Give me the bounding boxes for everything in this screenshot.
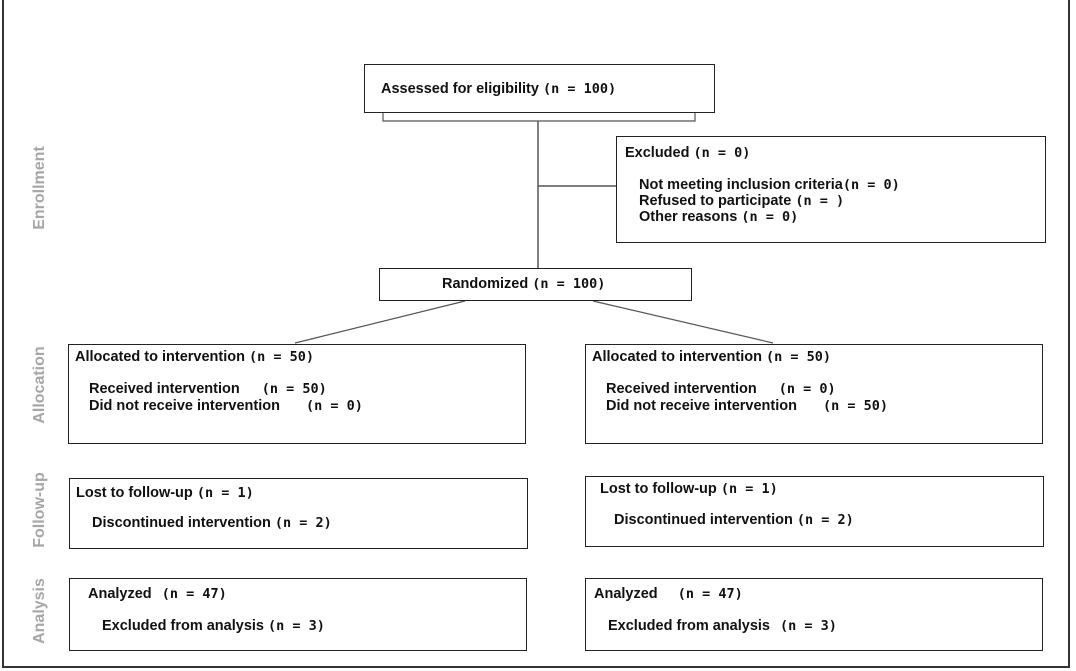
analysis-excluded-count: (n = 3) bbox=[268, 618, 325, 634]
allocation-count: (n = 50) bbox=[249, 349, 315, 365]
assessed-count: (n = 100) bbox=[542, 81, 617, 97]
allocation-title: Allocated to intervention bbox=[75, 349, 245, 365]
stage-allocation: Allocation bbox=[31, 346, 48, 424]
lost-label: Lost to follow-up bbox=[600, 481, 717, 497]
excluded-reason-item: Refused to participate (n = ) bbox=[639, 193, 844, 210]
excluded-box: Excluded (n = 0) Not meeting inclusion c… bbox=[616, 136, 1046, 243]
discontinued-label: Discontinued intervention bbox=[92, 515, 271, 531]
analysis-excluded-label: Excluded from analysis bbox=[608, 618, 770, 634]
assessed-label: Assessed for eligibility bbox=[381, 81, 539, 97]
discontinued-count: (n = 2) bbox=[796, 512, 854, 528]
excluded-reason-count: (n = 0) bbox=[741, 209, 799, 225]
excluded-reason-count: (n = 0) bbox=[842, 177, 900, 193]
excluded-reason-label: Other reasons bbox=[639, 209, 738, 225]
analysis-excluded-count: (n = 3) bbox=[780, 618, 837, 634]
excluded-reason-item: Not meeting inclusion criteria(n = 0) bbox=[639, 177, 900, 194]
lost-label: Lost to follow-up bbox=[76, 485, 193, 501]
allocation-count: (n = 50) bbox=[766, 349, 832, 365]
excluded-reason-label: Not meeting inclusion criteria bbox=[639, 177, 843, 193]
lost-count: (n = 1) bbox=[196, 485, 254, 501]
excluded-title: Excluded bbox=[625, 145, 690, 161]
analysis-excluded-label: Excluded from analysis bbox=[102, 618, 264, 634]
allocation-box-right: Allocated to intervention (n = 50) Recei… bbox=[585, 344, 1043, 444]
stage-analysis: Analysis bbox=[31, 578, 48, 644]
right-arm-line bbox=[592, 300, 774, 344]
allocation-title: Allocated to intervention bbox=[592, 349, 762, 365]
received-count: (n = 50) bbox=[261, 381, 327, 397]
not-received-count: (n = 0) bbox=[306, 398, 363, 414]
stage-enrollment: Enrollment bbox=[31, 146, 48, 230]
analyzed-label: Analyzed bbox=[88, 586, 152, 602]
excluded-count: (n = 0) bbox=[693, 145, 751, 161]
analyzed-label: Analyzed bbox=[594, 586, 658, 602]
follow-up-box-right: Lost to follow-up (n = 1) Discontinued i… bbox=[585, 476, 1044, 547]
follow-up-box-left: Lost to follow-up (n = 1) Discontinued i… bbox=[69, 478, 528, 549]
assessed-bracket bbox=[382, 112, 696, 122]
excluded-reason-item: Other reasons (n = 0) bbox=[639, 209, 798, 226]
analysis-box-left: Analyzed (n = 47) Excluded from analysis… bbox=[69, 578, 527, 651]
not-received-label: Did not receive intervention bbox=[89, 398, 280, 414]
allocation-box-left: Allocated to intervention (n = 50) Recei… bbox=[68, 344, 526, 444]
assessed-box: Assessed for eligibility (n = 100) bbox=[364, 64, 715, 113]
analyzed-count: (n = 47) bbox=[161, 586, 227, 602]
randomized-count: (n = 100) bbox=[532, 276, 606, 292]
excluded-reason-label: Refused to participate bbox=[639, 193, 792, 209]
left-arm-line bbox=[294, 300, 466, 344]
lost-count: (n = 1) bbox=[720, 481, 778, 497]
discontinued-label: Discontinued intervention bbox=[614, 512, 793, 528]
received-label: Received intervention bbox=[89, 381, 240, 397]
not-received-label: Did not receive intervention bbox=[606, 398, 797, 414]
analysis-box-right: Analyzed (n = 47) Excluded from analysis… bbox=[585, 578, 1043, 651]
excluded-reason-count: (n = ) bbox=[795, 193, 845, 209]
analyzed-count: (n = 47) bbox=[677, 586, 743, 602]
randomized-label: Randomized bbox=[442, 276, 529, 292]
randomized-box: Randomized (n = 100) bbox=[379, 268, 692, 301]
discontinued-count: (n = 2) bbox=[274, 515, 332, 531]
not-received-count: (n = 50) bbox=[823, 398, 889, 414]
received-count: (n = 0) bbox=[778, 381, 836, 397]
received-label: Received intervention bbox=[606, 381, 757, 397]
